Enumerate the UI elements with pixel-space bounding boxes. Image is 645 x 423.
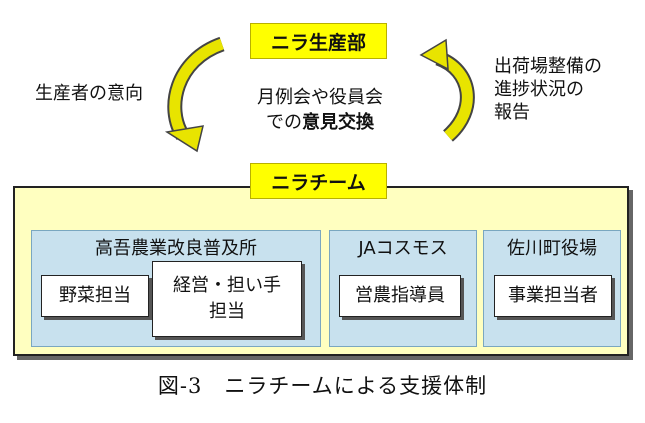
top-box-nira-production: ニラ生産部 <box>250 23 387 59</box>
center-note-prefix: での <box>266 112 302 133</box>
management-staff-line2: 担当 <box>209 301 245 322</box>
left-curved-arrow <box>164 36 225 153</box>
farming-advisor-label: 営農指導員 <box>355 285 445 306</box>
team-panel: 高吾農業改良普及所 野菜担当 経営・担い手 担当 JAコスモス 営農指導員 佐川… <box>13 186 629 356</box>
org-kogo-extension: 高吾農業改良普及所 野菜担当 経営・担い手 担当 <box>31 230 321 347</box>
center-note-line1: 月例会や役員会 <box>257 87 383 108</box>
org-title: JAコスモス <box>358 238 448 259</box>
management-staff-line1: 経営・担い手 <box>173 275 281 296</box>
farming-advisor-box: 営農指導員 <box>339 275 461 317</box>
management-staff-box: 経営・担い手 担当 <box>152 261 302 337</box>
project-staff-box: 事業担当者 <box>494 275 612 317</box>
top-box-label: ニラ生産部 <box>270 31 366 54</box>
left-note: 生産者の意向 <box>35 82 143 106</box>
org-title: 佐川町役場 <box>507 238 597 259</box>
figure-caption: 図-3 ニラチームによる支援体制 <box>157 374 488 398</box>
left-note-text: 生産者の意向 <box>35 83 143 104</box>
center-note-bold: 意見交換 <box>302 112 374 133</box>
org-ja-cosmos: JAコスモス 営農指導員 <box>329 230 477 347</box>
right-note-line1: 出荷場整備の <box>494 56 602 77</box>
center-note: 月例会や役員会 での意見交換 <box>230 85 410 135</box>
project-staff-label: 事業担当者 <box>508 285 598 306</box>
center-note-line2: での意見交換 <box>230 110 410 135</box>
right-note-line2: 進捗状況の <box>494 79 584 100</box>
right-note-line3: 報告 <box>494 102 530 123</box>
team-box-label: ニラチーム <box>271 171 366 194</box>
right-curved-arrow <box>419 38 475 142</box>
vegetable-staff-box: 野菜担当 <box>41 275 149 317</box>
team-box-nira-team: ニラチーム <box>250 163 387 199</box>
org-title: 高吾農業改良普及所 <box>95 238 257 259</box>
org-sakawa-town-office: 佐川町役場 事業担当者 <box>483 230 621 347</box>
right-note: 出荷場整備の 進捗状況の 報告 <box>494 55 602 124</box>
vegetable-staff-label: 野菜担当 <box>59 285 131 306</box>
